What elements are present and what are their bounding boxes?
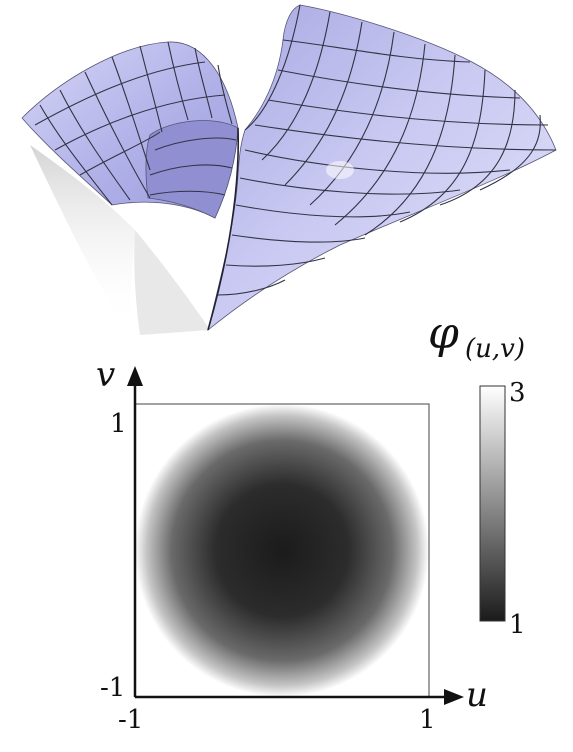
surface-grid-lines-left: [34, 41, 237, 206]
x-tick-min: -1: [118, 705, 143, 735]
y-axis-arrow: [127, 366, 143, 386]
colorbar: 3 1 φ (u,v): [428, 308, 526, 640]
colorbar-title-symbol: φ: [428, 308, 459, 359]
surface-illustration: [21, 4, 557, 335]
y-tick-min: -1: [100, 673, 125, 703]
y-tick-max: 1: [110, 409, 127, 439]
surface-crease: [207, 127, 240, 331]
x-axis-arrow: [444, 689, 464, 705]
y-axis-label: v: [96, 355, 115, 395]
colorbar-gradient: [479, 385, 506, 622]
x-axis-label: u: [466, 675, 488, 715]
surface-shadow: [30, 145, 135, 330]
surface-inner-fold: [145, 120, 239, 219]
surface-shadow-lower: [134, 230, 210, 335]
colorbar-max-label: 3: [509, 378, 526, 408]
x-tick-max: 1: [419, 705, 436, 735]
heatmap-field: [135, 404, 429, 697]
surface-highlight: [326, 161, 354, 179]
surface-grid-lines: [217, 4, 557, 296]
heatmap: [134, 403, 430, 698]
colorbar-title-subscript: (u,v): [465, 334, 525, 364]
axes: v u 1 -1 -1 1: [96, 355, 488, 735]
colorbar-min-label: 1: [509, 610, 526, 640]
